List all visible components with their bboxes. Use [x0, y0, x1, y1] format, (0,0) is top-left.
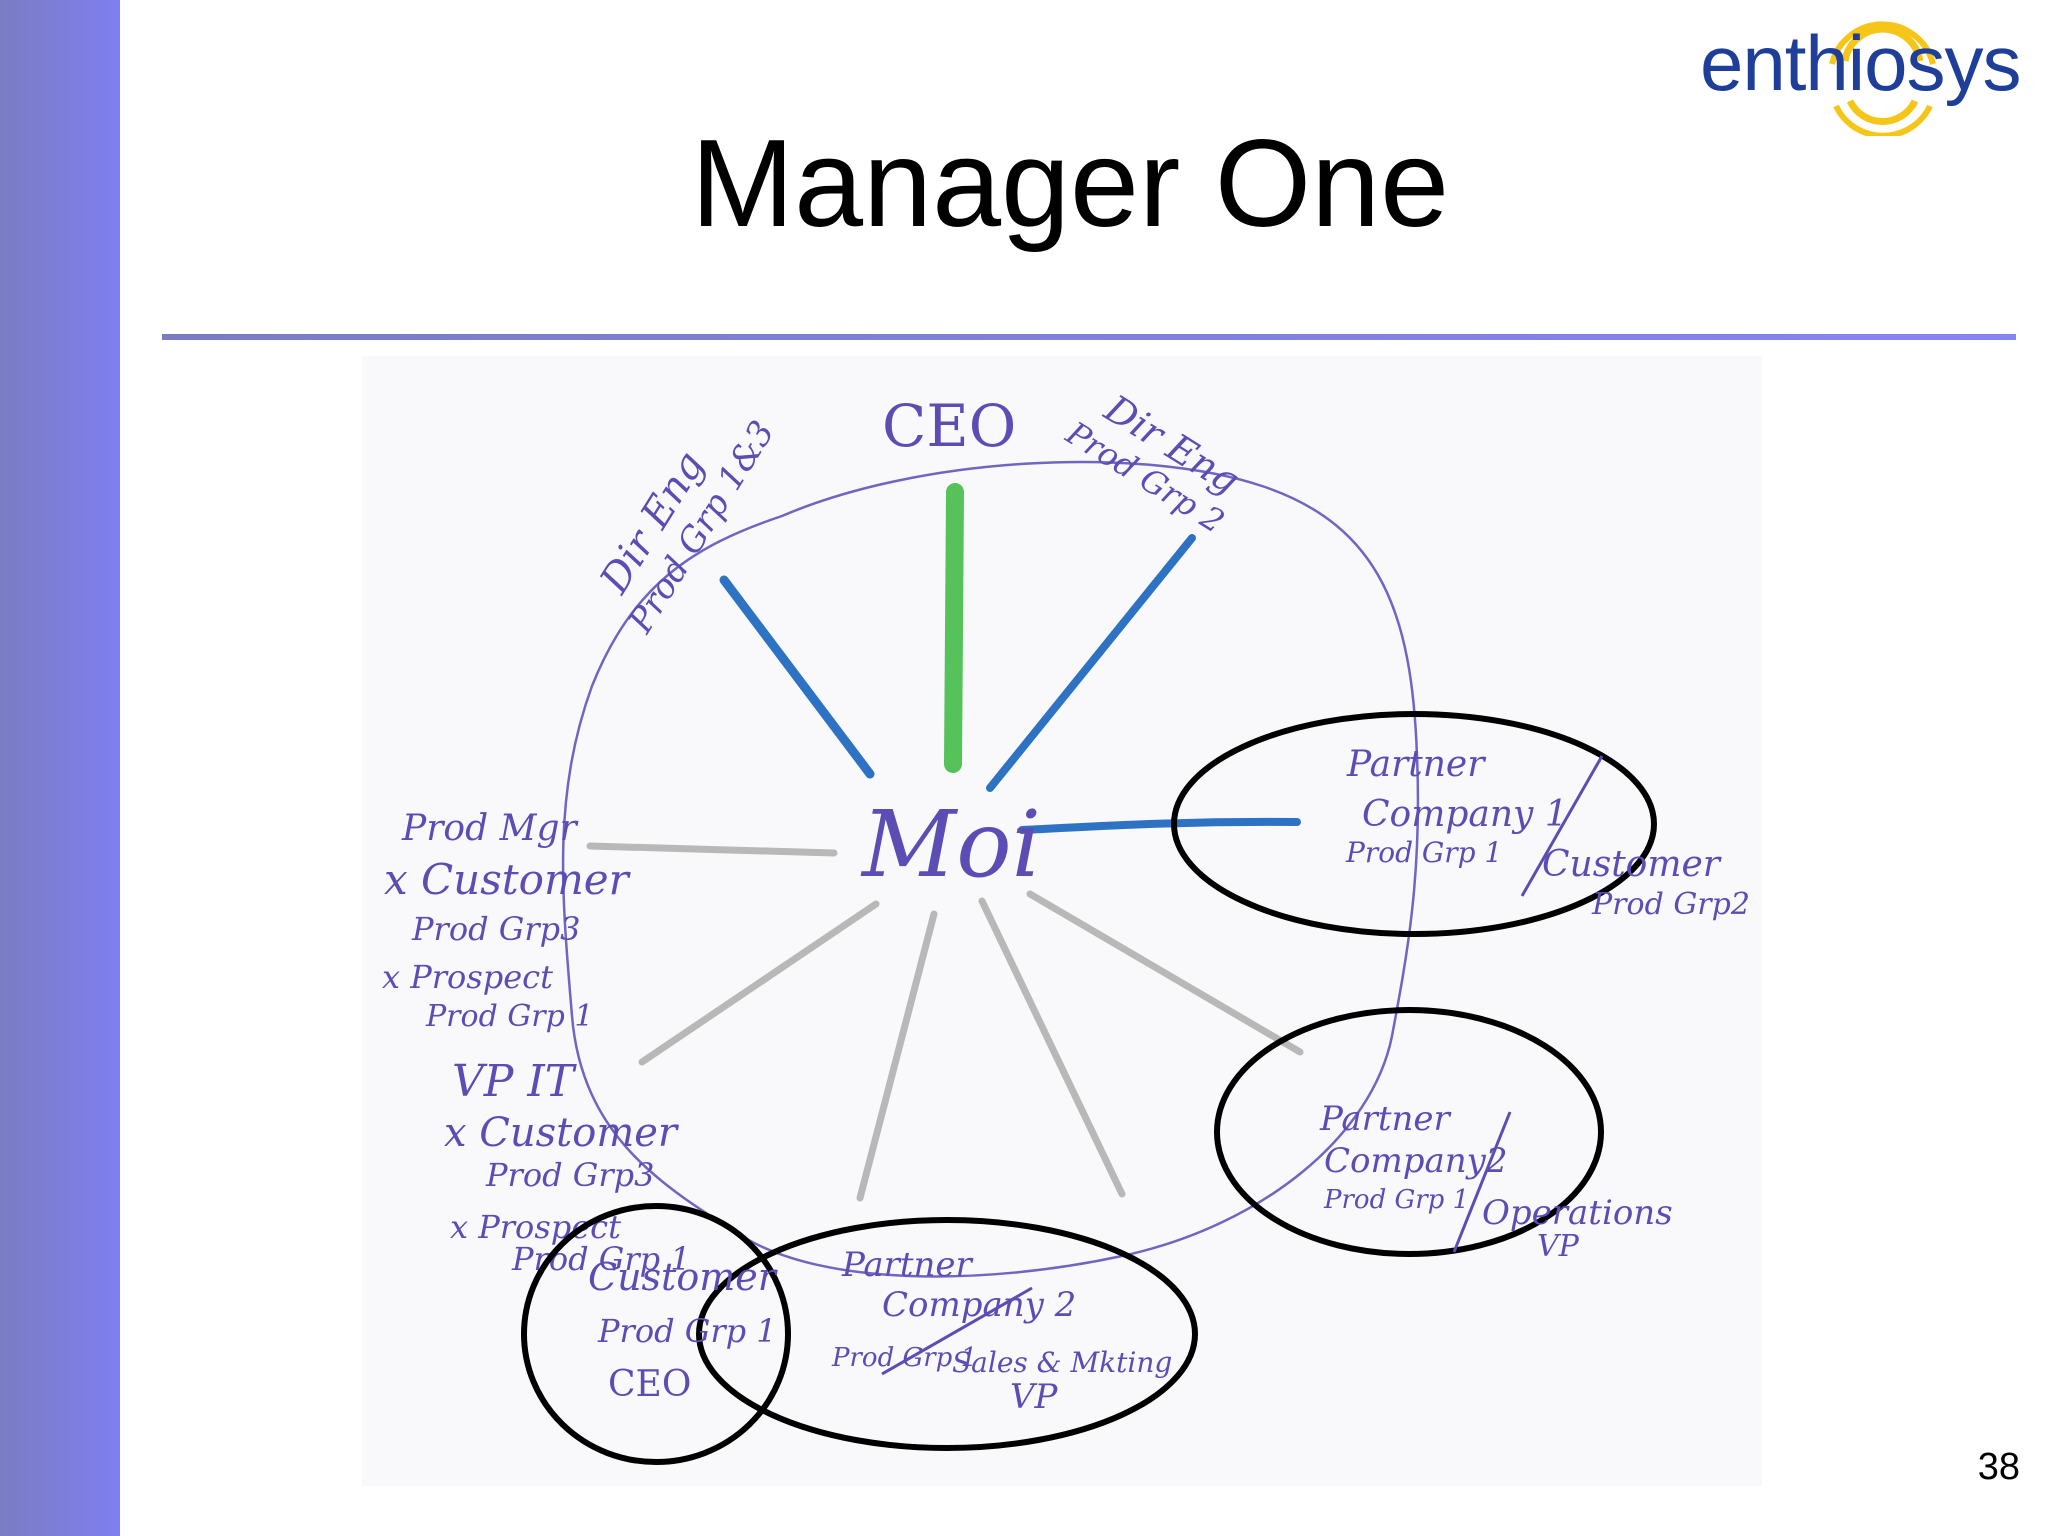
label-prod-mgr-5: Prod Grp 1 [425, 999, 593, 1034]
ellipse-partner-1 [1171, 711, 1657, 937]
label-vp-it-3: Prod Grp3 [485, 1156, 654, 1194]
label-partner1-3: Prod Grp 1 [1345, 836, 1502, 869]
ellipse-partner-2-ops [1214, 1007, 1604, 1257]
diagram-svg: Moi CEO Dir Eng Prod Grp 1&3 Dir Eng Pro… [382, 386, 1750, 1465]
spoke-dir-eng-2 [986, 534, 1196, 792]
slide-title: Manager One [690, 115, 1450, 253]
logo-arcs-icon [1829, 21, 1936, 136]
label-vp-it-2: x Customer [444, 1110, 680, 1156]
left-accent-bar [0, 0, 120, 1536]
label-partner1-1: Partner [1346, 744, 1486, 785]
title-divider [162, 334, 2016, 340]
enthiosys-logo: enthiosys [1700, 6, 2040, 136]
label-customer-ceo-1: Customer [588, 1255, 779, 1299]
label-partner1-5: Prod Grp2 [1591, 887, 1750, 922]
divider-partner2-ops [1452, 1111, 1512, 1253]
label-ceo: CEO [882, 392, 1016, 460]
label-partner2ops-1: Partner [1319, 1099, 1452, 1139]
hand-drawn-diagram: Moi CEO Dir Eng Prod Grp 1&3 Dir Eng Pro… [362, 356, 1762, 1486]
spoke-partner-1 [1018, 817, 1301, 834]
divider-partner2-sales [881, 1286, 1033, 1376]
label-prod-mgr-2: x Customer [384, 855, 632, 904]
spoke-customer-ceo [856, 910, 938, 1202]
label-partner2ops-2: Company2 [1324, 1141, 1508, 1181]
logo-text: enthiosys [1700, 19, 2022, 107]
spoke-operations-vp [1026, 890, 1304, 1056]
label-prod-mgr-1: Prod Mgr [401, 808, 579, 849]
ellipse-partner-2-sales [696, 1217, 1198, 1451]
label-partner2sales-1: Partner [841, 1245, 974, 1285]
label-partner2sales-5: VP [1010, 1377, 1059, 1417]
label-partner2sales-4: Sales & Mkting [952, 1346, 1172, 1379]
label-vp-it-4: x Prospect [450, 1208, 621, 1246]
spoke-dir-eng-13 [719, 575, 875, 779]
label-vp-it-1: VP IT [452, 1056, 578, 1107]
label-customer-ceo-3: CEO [608, 1364, 691, 1405]
spoke-sales-vp [978, 897, 1126, 1198]
label-prod-mgr-3: Prod Grp3 [411, 910, 580, 948]
page-number: 38 [1977, 1446, 2020, 1488]
spoke-ceo [944, 483, 964, 773]
label-partner1-4: Customer [1542, 844, 1722, 885]
spoke-vp-it [638, 900, 880, 1066]
label-prod-mgr-4: x Prospect [382, 958, 553, 996]
center-label: Moi [860, 791, 1041, 898]
spoke-prod-mgr [586, 842, 838, 857]
divider-partner1 [1520, 755, 1604, 897]
relationship-circle [561, 460, 1420, 1278]
label-customer-ceo-2: Prod Grp 1 [597, 1312, 777, 1350]
label-partner2ops-3: Prod Grp 1 [1323, 1185, 1469, 1215]
ellipse-customer-ceo [521, 1203, 791, 1465]
label-partner1-2: Company 1 [1362, 794, 1568, 835]
label-partner2sales-3: Prod Grp 1 [831, 1343, 977, 1373]
label-partner2ops-4: Operations [1482, 1193, 1673, 1233]
label-partner2ops-5: VP [1537, 1229, 1580, 1264]
